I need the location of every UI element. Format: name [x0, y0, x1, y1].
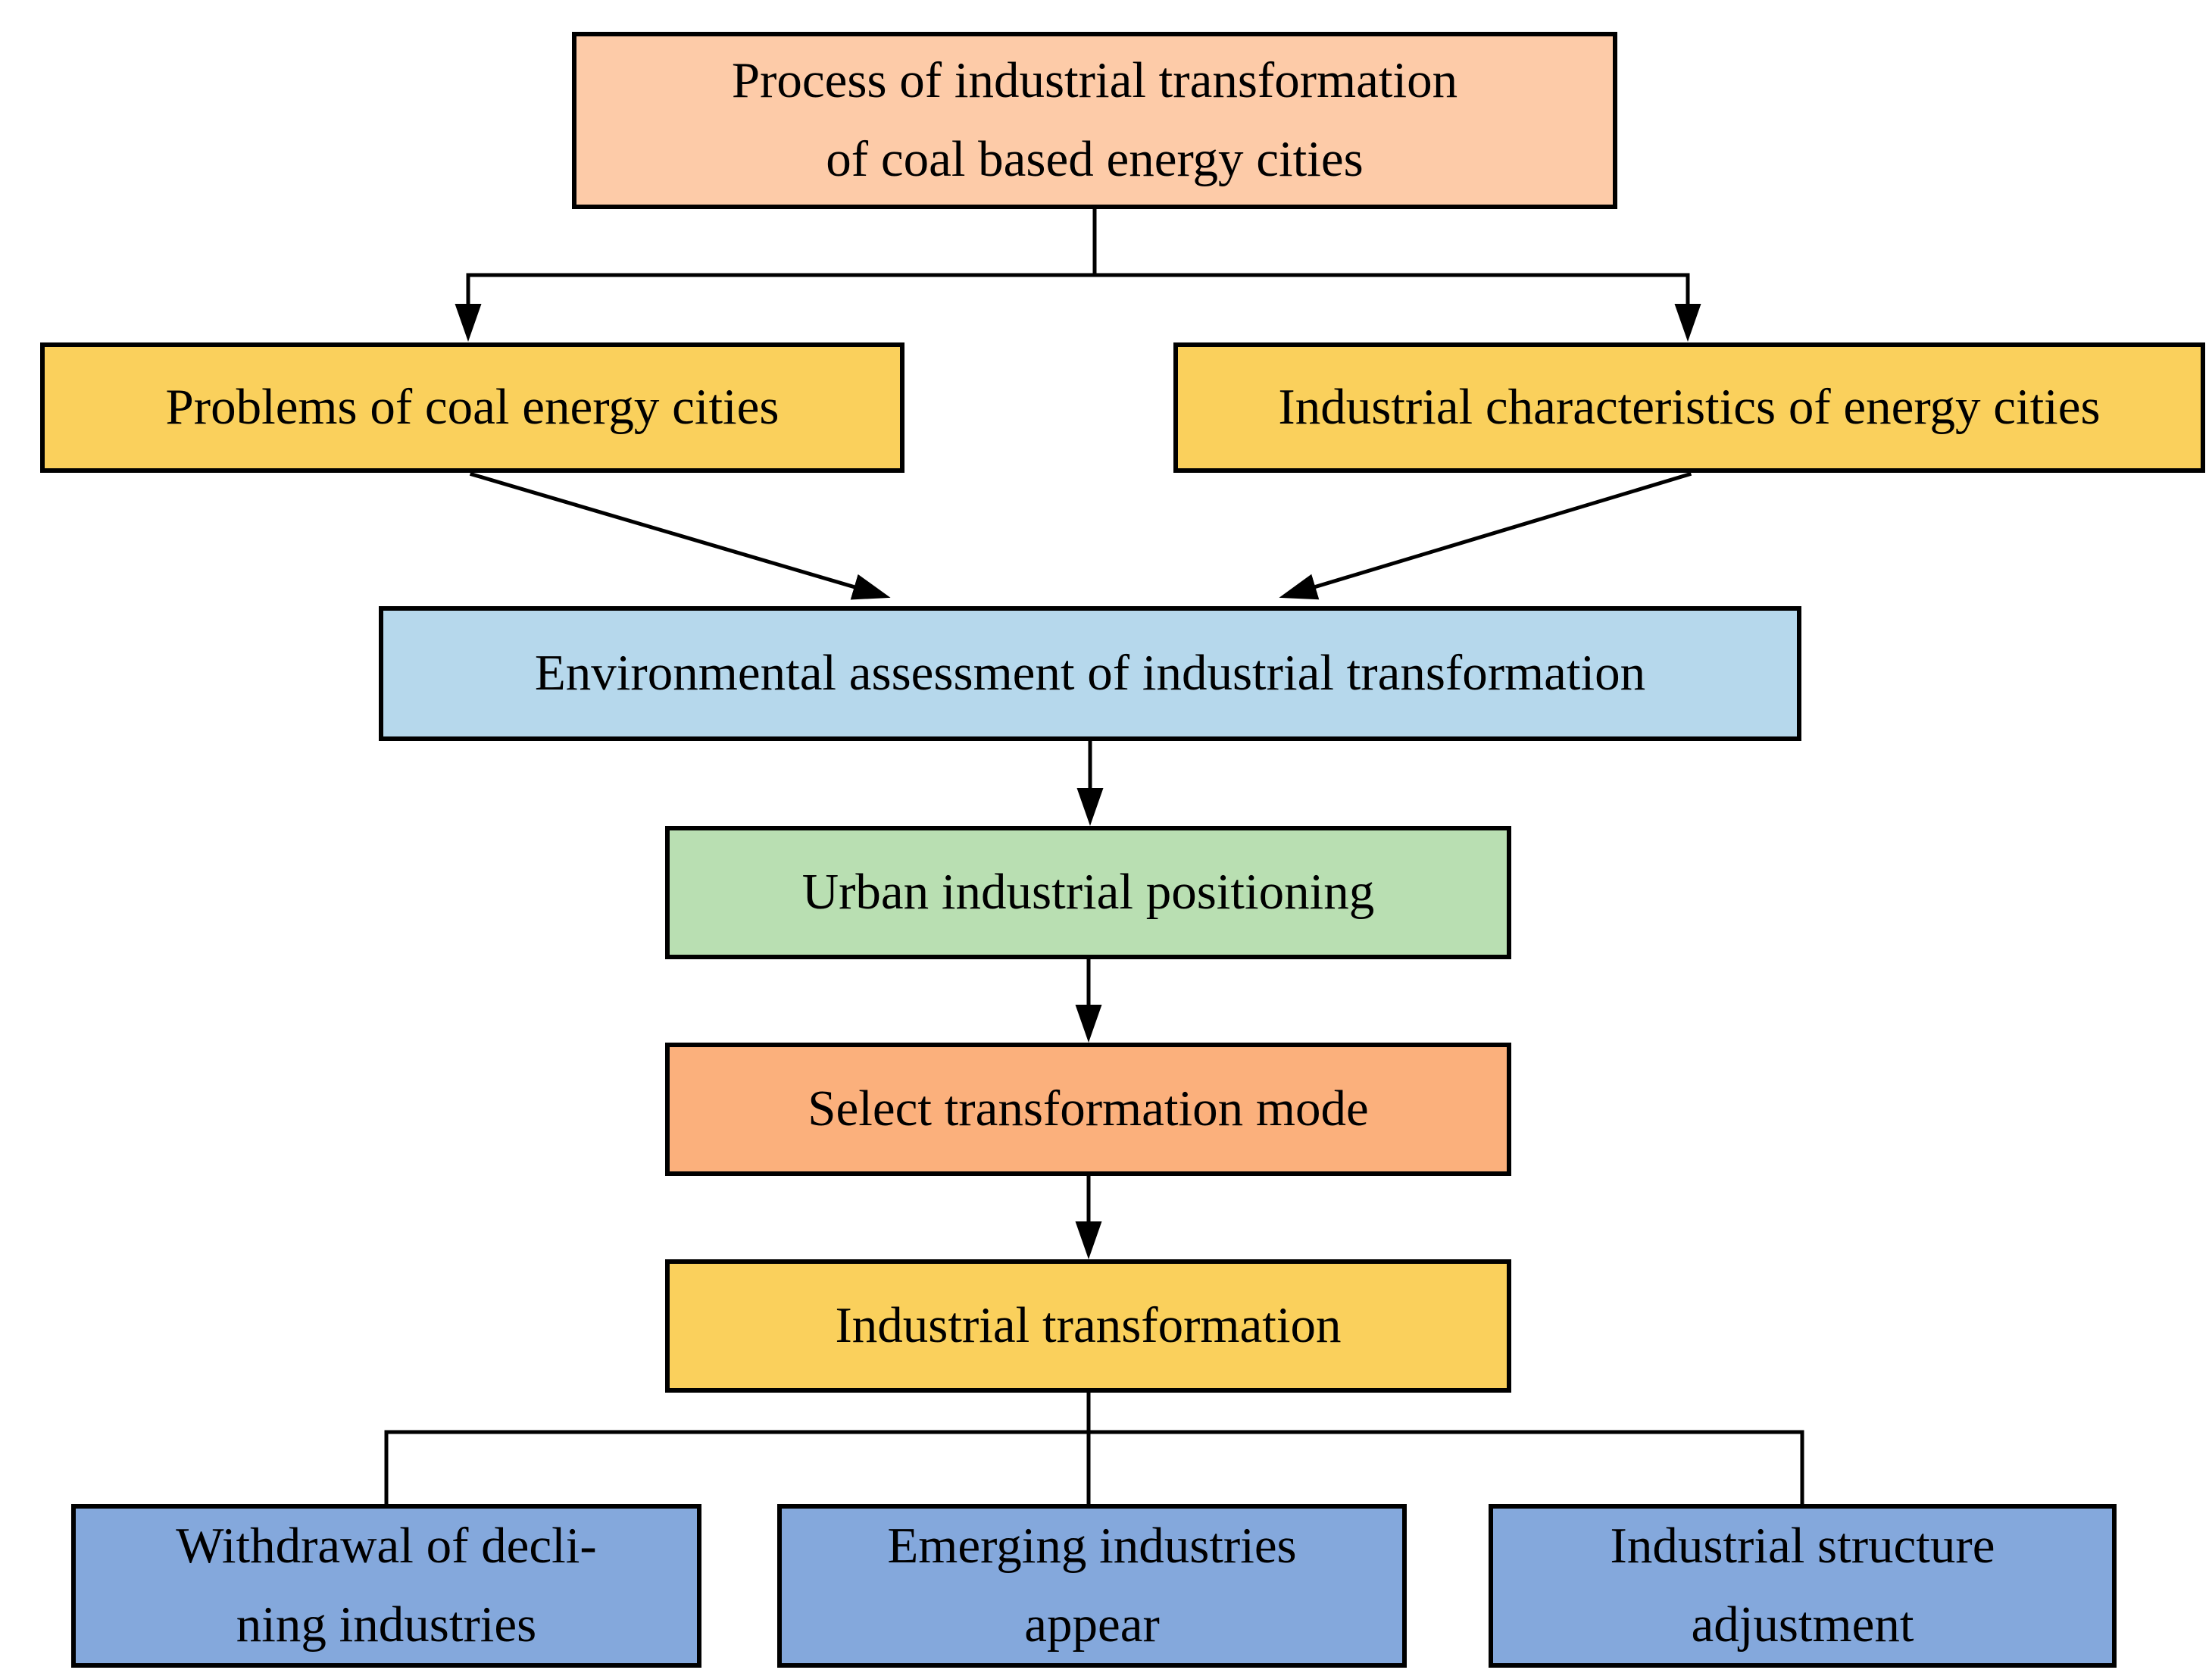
node-adjustment-label-line1: Industrial structure [1610, 1518, 1995, 1574]
node-transformation: Industrial transformation [665, 1259, 1511, 1393]
node-problems-label: Problems of coal energy cities [165, 379, 780, 436]
node-emerging-label-line2: appear [1024, 1596, 1160, 1653]
connector-top-stem [466, 207, 1690, 277]
node-mode: Select transformation mode [665, 1043, 1511, 1176]
node-assessment: Environmental assessment of industrial t… [379, 606, 1801, 741]
node-process: Process of industrial transformation of … [572, 32, 1617, 209]
arrow-characteristics-to-assessment [1279, 471, 1692, 600]
node-positioning-label: Urban industrial positioning [801, 864, 1375, 921]
node-withdrawal: Withdrawal of decli- ning industries [71, 1504, 701, 1668]
arrow-problems-to-assessment [469, 471, 891, 600]
node-process-label-line1: Process of industrial transformation [731, 52, 1458, 109]
node-characteristics: Industrial characteristics of energy cit… [1173, 342, 2205, 473]
node-problems: Problems of coal energy cities [40, 342, 904, 473]
node-transformation-label: Industrial transformation [835, 1297, 1342, 1354]
connector-bottom-distributor [384, 1390, 1804, 1509]
node-emerging: Emerging industries appear [777, 1504, 1407, 1668]
node-withdrawal-label-line2: ning industries [236, 1596, 537, 1653]
node-adjustment: Industrial structure adjustment [1489, 1504, 2117, 1668]
node-assessment-label: Environmental assessment of industrial t… [534, 645, 1646, 702]
node-adjustment-label-line2: adjustment [1691, 1596, 1914, 1653]
node-positioning: Urban industrial positioning [665, 826, 1511, 959]
node-mode-label: Select transformation mode [808, 1080, 1369, 1137]
node-characteristics-label: Industrial characteristics of energy cit… [1278, 379, 2101, 436]
node-emerging-label-line1: Emerging industries [887, 1518, 1297, 1574]
node-withdrawal-label-line1: Withdrawal of decli- [176, 1518, 597, 1574]
node-process-label-line2: of coal based energy cities [826, 131, 1364, 187]
